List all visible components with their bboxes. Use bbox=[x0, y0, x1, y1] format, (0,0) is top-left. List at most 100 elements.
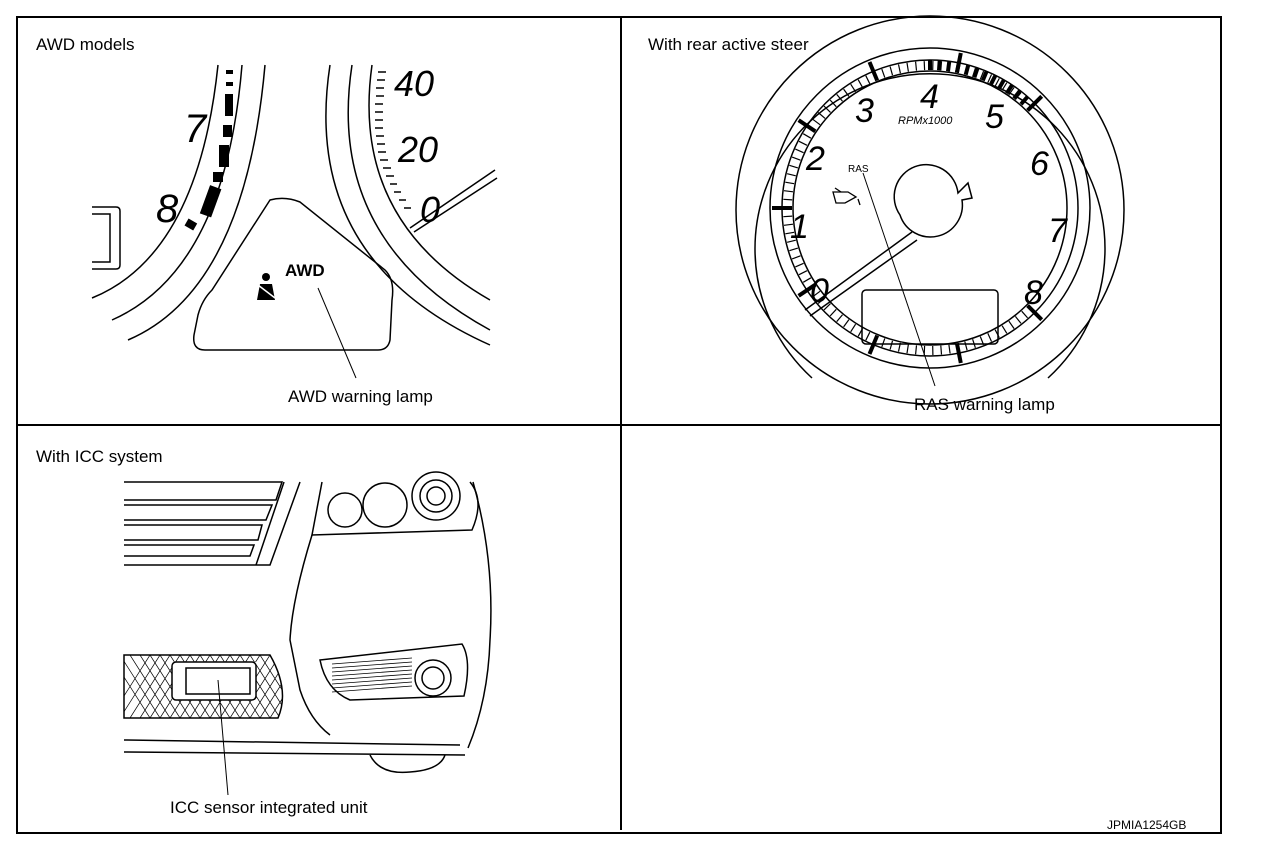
dial-tick bbox=[795, 262, 804, 268]
fog-slat bbox=[331, 673, 413, 681]
dial-tick bbox=[964, 341, 968, 351]
dial-tick bbox=[850, 323, 857, 333]
figure-code: JPMIA1254GB bbox=[1107, 818, 1187, 832]
dial-redzone-tick bbox=[989, 74, 998, 86]
dial-tick bbox=[785, 181, 795, 185]
dial-tick bbox=[843, 88, 850, 97]
dial-tick bbox=[789, 164, 799, 169]
dial-tick bbox=[915, 345, 918, 355]
dial-redzone-tick bbox=[946, 61, 952, 72]
fog-slat bbox=[331, 657, 413, 665]
dial-tick bbox=[817, 112, 826, 119]
ras-warning-lamp-callout: RAS warning lamp bbox=[914, 395, 1055, 414]
dial-redzone-tick bbox=[1019, 95, 1030, 106]
dial-redzone-tick bbox=[972, 67, 980, 78]
seatbelt-icon bbox=[257, 273, 276, 300]
dial-number-5: 5 bbox=[985, 98, 1004, 136]
dial-tick bbox=[795, 148, 804, 154]
dial-tick bbox=[1001, 82, 1008, 91]
fog-slat bbox=[331, 681, 413, 689]
dial-tick bbox=[783, 223, 794, 226]
dial-number-1: 1 bbox=[790, 208, 809, 246]
mesh-line bbox=[124, 655, 161, 718]
icc-sensor-callout: ICC sensor integrated unit bbox=[170, 798, 368, 817]
dial-tick bbox=[817, 297, 826, 304]
dial-number-0: 0 bbox=[810, 272, 829, 310]
dial-tick bbox=[857, 328, 864, 337]
mesh-line bbox=[129, 655, 171, 718]
ras-dial-ticks bbox=[772, 52, 1044, 364]
dial-tick bbox=[783, 215, 793, 218]
dial-tick bbox=[812, 290, 821, 298]
fog-slat bbox=[331, 669, 413, 677]
dial-tick bbox=[1026, 94, 1044, 112]
dial-tick bbox=[791, 156, 801, 161]
dial-redzone-tick bbox=[963, 64, 971, 76]
dial-tick bbox=[798, 270, 808, 276]
dial-tick bbox=[987, 333, 993, 342]
icc-fog-lamp-slats bbox=[331, 657, 413, 693]
dial-tick bbox=[867, 334, 880, 355]
dial-number-6: 6 bbox=[1030, 145, 1049, 183]
icc-lower-grille-mesh bbox=[124, 655, 283, 718]
figure-frame bbox=[16, 16, 1222, 834]
icc-panel-title: With ICC system bbox=[36, 447, 163, 466]
dial-number-2: 2 bbox=[805, 140, 825, 178]
dial-tick bbox=[823, 105, 831, 113]
dial-tick bbox=[948, 344, 951, 354]
dial-redzone-tick bbox=[1012, 89, 1022, 100]
dial-tick bbox=[979, 70, 985, 80]
dial-tick bbox=[1026, 304, 1044, 322]
dial-tick bbox=[797, 283, 817, 298]
oil-pressure-icon bbox=[832, 187, 861, 206]
dial-tick bbox=[889, 340, 894, 350]
ras-dial-numbers: 0 1 2 3 4 5 6 7 8 bbox=[790, 78, 1068, 312]
dial-tick bbox=[829, 99, 837, 108]
awd-speedo-numbers: 40 20 0 bbox=[394, 63, 440, 230]
dial-tick bbox=[797, 118, 817, 133]
dial-tick bbox=[889, 66, 894, 76]
dial-tick bbox=[783, 198, 793, 201]
icc-front-bumper bbox=[123, 471, 492, 796]
fog-slat bbox=[331, 677, 413, 685]
awd-lamp-text: AWD bbox=[285, 261, 325, 280]
dial-tick bbox=[812, 118, 821, 126]
dial-tick bbox=[906, 344, 909, 354]
dial-tick bbox=[881, 338, 886, 348]
awd-warning-lamp-callout: AWD warning lamp bbox=[288, 387, 433, 406]
dial-tick bbox=[785, 231, 795, 235]
awd-panel-title: AWD models bbox=[36, 35, 135, 54]
fog-slat bbox=[331, 661, 413, 669]
mesh-line bbox=[249, 655, 283, 718]
dial-redzone-tick bbox=[937, 60, 942, 71]
fog-slat bbox=[331, 665, 413, 673]
dial-tick bbox=[836, 94, 843, 102]
ras-lamp-text: RAS bbox=[848, 164, 869, 175]
dial-tick bbox=[954, 342, 963, 364]
dial-tick bbox=[829, 308, 837, 317]
dial-redzone-tick bbox=[1005, 83, 1014, 95]
dial-number-3: 3 bbox=[855, 92, 874, 130]
dial-tick bbox=[823, 303, 831, 311]
dial-tick bbox=[783, 190, 794, 193]
fog-slat bbox=[331, 685, 413, 693]
dial-redzone-tick bbox=[954, 62, 961, 74]
dial-number-7: 7 bbox=[1048, 212, 1068, 250]
dial-tick bbox=[994, 78, 1000, 87]
tach-number-8: 8 bbox=[156, 187, 179, 231]
dial-redzone-tick bbox=[997, 78, 1006, 90]
dial-tick bbox=[786, 173, 796, 177]
dial-tick bbox=[802, 133, 812, 139]
dial-tick bbox=[798, 140, 808, 146]
dial-tick bbox=[836, 314, 843, 322]
speedo-number-20: 20 bbox=[397, 129, 438, 170]
dial-tick bbox=[987, 74, 993, 83]
dial-tick bbox=[979, 336, 985, 346]
dial-tick bbox=[802, 277, 812, 283]
awd-tach-numbers: 7 8 bbox=[156, 107, 208, 231]
dial-tick bbox=[1014, 316, 1022, 324]
dial-tick bbox=[850, 83, 857, 93]
dial-number-8: 8 bbox=[1024, 274, 1043, 312]
dial-tick bbox=[865, 331, 871, 341]
